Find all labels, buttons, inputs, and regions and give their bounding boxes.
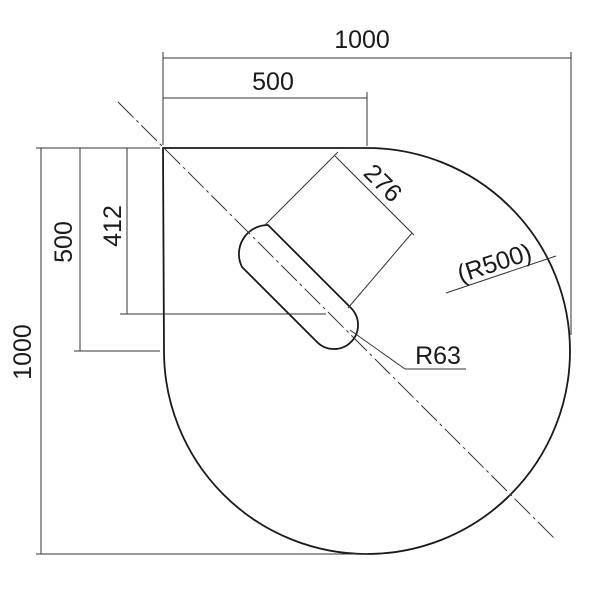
dimension-slot-radius: R63 xyxy=(349,329,466,370)
half-width-label: 500 xyxy=(252,68,294,96)
slot-outline xyxy=(238,224,359,350)
dimension-overall-width: 1000 xyxy=(162,26,572,335)
outer-radius-label: (R500) xyxy=(454,238,535,288)
slot-radius-label: R63 xyxy=(415,342,461,370)
diagonal-center-line xyxy=(117,101,557,541)
overall-height-label: 1000 xyxy=(9,324,37,380)
half-height-label: 500 xyxy=(50,221,78,263)
dimension-slot-offset: 412 xyxy=(99,148,326,315)
slot-offset-label: 412 xyxy=(99,205,127,247)
dimension-half-height: 500 xyxy=(50,148,160,352)
dimension-half-width: 500 xyxy=(163,68,368,146)
dimension-outer-radius: (R500) xyxy=(445,238,557,294)
dimension-overall-height: 1000 xyxy=(9,147,367,555)
overall-width-label: 1000 xyxy=(334,26,390,54)
slot-length-label: 276 xyxy=(358,159,407,208)
dimension-slot-length: 276 xyxy=(264,151,415,309)
